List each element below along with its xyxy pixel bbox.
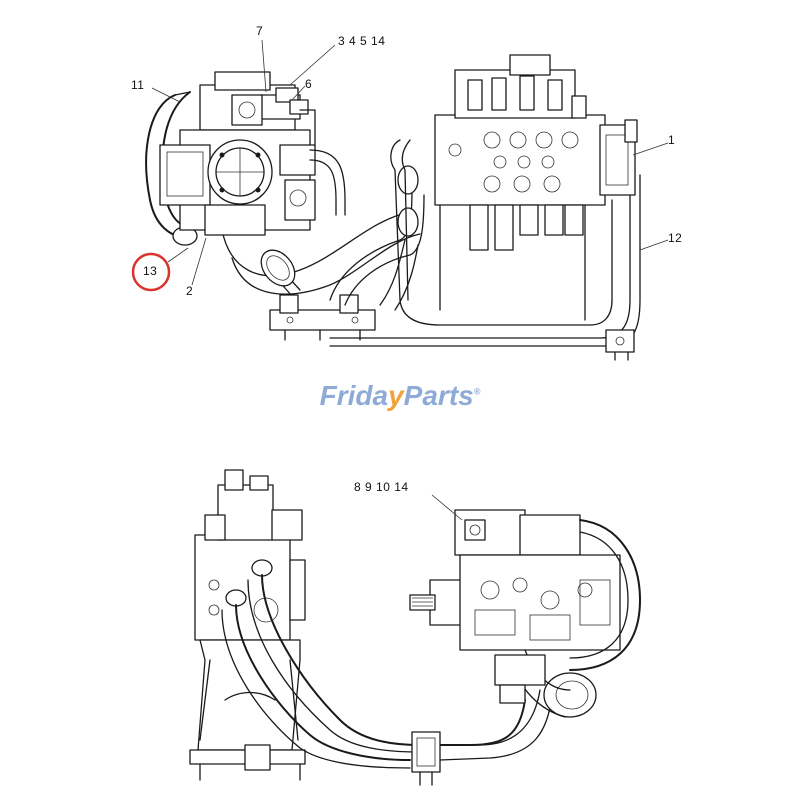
watermark-part1: Frida: [319, 380, 389, 411]
callout-13: 13: [143, 264, 158, 278]
callout-12: 12: [668, 231, 683, 245]
highlight-circle: [131, 252, 171, 292]
callout-7: 7: [256, 24, 264, 38]
watermark-part3: Parts: [403, 380, 474, 411]
watermark-registered-mark: ®: [473, 386, 481, 397]
bottom-leader: [431, 494, 463, 521]
callout-8-9-10-14: 8 9 10 14: [354, 480, 409, 494]
callout-11: 11: [131, 78, 145, 92]
watermark-logo: FridayParts®: [0, 380, 800, 412]
top-leaders: [151, 39, 669, 286]
callout-2: 2: [186, 284, 194, 298]
watermark-part2: y: [388, 380, 404, 411]
top-view: [145, 54, 641, 361]
callout-6: 6: [305, 77, 313, 91]
bottom-view: [189, 469, 641, 786]
callout-3-4-5-14: 3 4 5 14: [338, 34, 386, 48]
callout-1: 1: [668, 133, 676, 147]
